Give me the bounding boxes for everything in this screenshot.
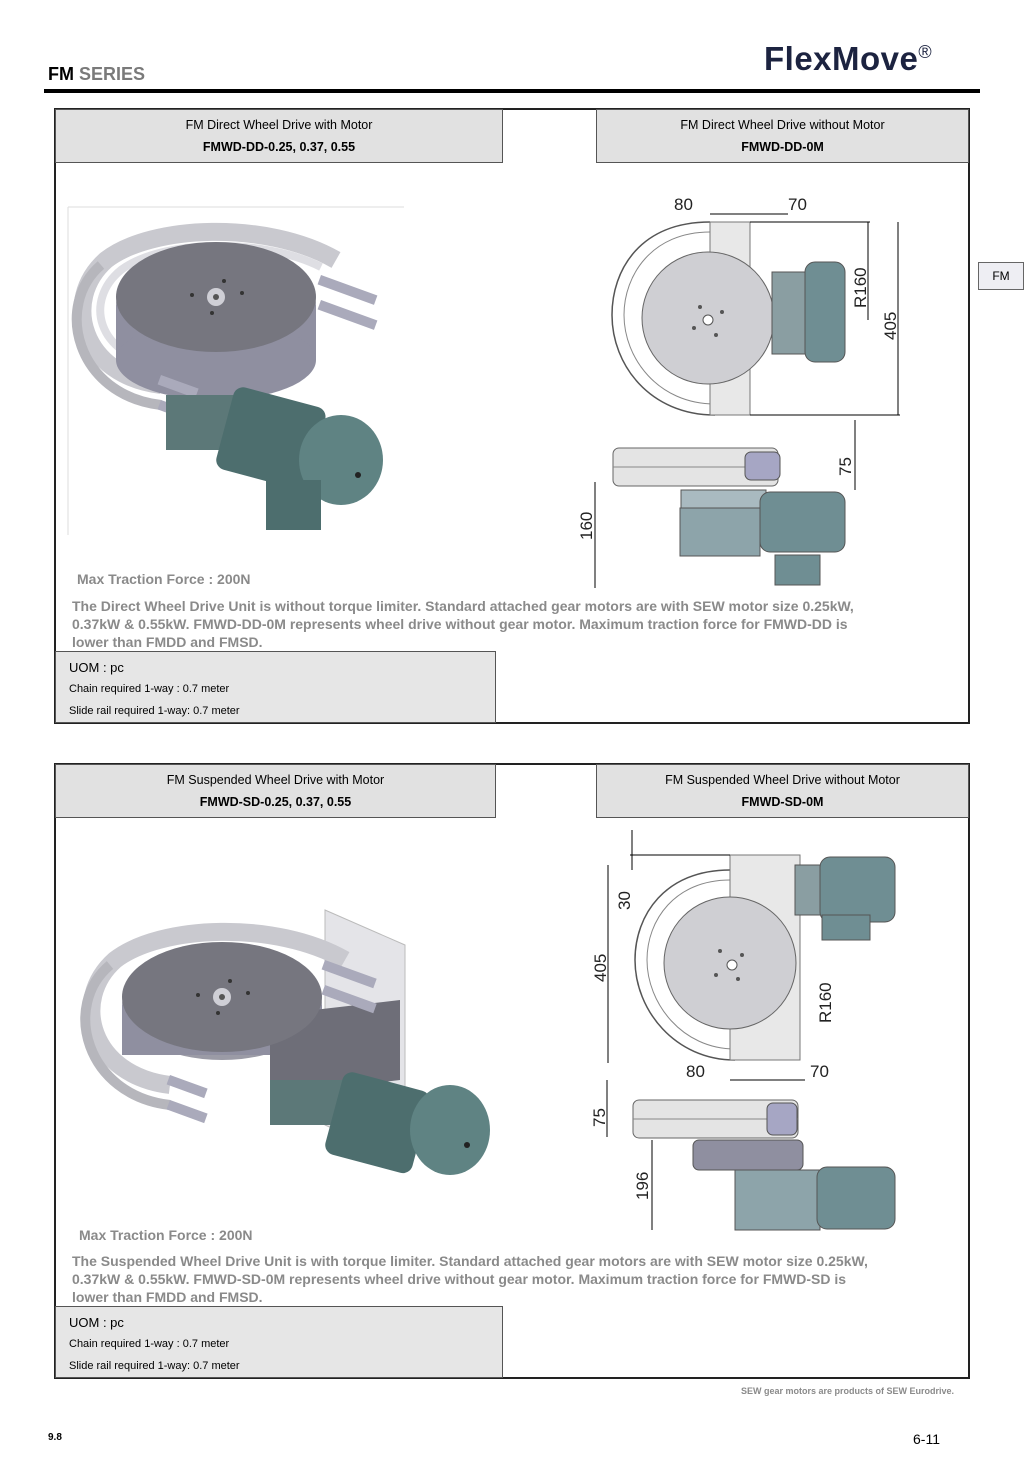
brand-mark: ®	[918, 42, 933, 62]
dim-196: 196	[633, 1172, 652, 1200]
uom-box-2: UOM : pc Chain required 1-way : 0.7 mete…	[55, 1306, 503, 1378]
header-without-motor: FM Direct Wheel Drive without Motor FMWD…	[596, 109, 969, 163]
dim-r160-2: R160	[816, 982, 835, 1023]
traction-force-1: Max Traction Force : 200N	[77, 571, 251, 587]
title-without-motor: FM Direct Wheel Drive without Motor	[680, 118, 885, 132]
dim-160: 160	[577, 512, 596, 540]
dim-30: 30	[615, 891, 634, 910]
dim-405-2: 405	[591, 954, 610, 982]
dim-r160: R160	[851, 267, 870, 308]
traction-force-2: Max Traction Force : 200N	[79, 1227, 253, 1243]
code-suspended-without-motor: FMWD-SD-0M	[741, 795, 824, 809]
page-number-left: 9.8	[48, 1432, 62, 1443]
chain-required-1: Chain required 1-way : 0.7 meter	[69, 683, 230, 695]
direct-drive-side-view: 160 75	[577, 420, 856, 588]
header-suspended-without-motor: FM Suspended Wheel Drive without Motor F…	[596, 764, 969, 818]
dim-75-2: 75	[590, 1108, 609, 1127]
series-title: FM SERIES	[48, 64, 145, 85]
direct-drive-illustration	[67, 206, 404, 535]
description-1-line-3: lower than FMDD and FMSD.	[72, 634, 263, 650]
series-prefix: FM	[48, 64, 74, 84]
dim-75: 75	[836, 457, 855, 476]
uom-2: UOM : pc	[69, 1315, 124, 1330]
slide-rail-required-2: Slide rail required 1-way: 0.7 meter	[69, 1360, 240, 1372]
header-suspended-with-motor: FM Suspended Wheel Drive with Motor FMWD…	[55, 764, 496, 818]
chain-required-2: Chain required 1-way : 0.7 meter	[69, 1338, 230, 1350]
dim-80: 80	[674, 195, 693, 214]
description-2: The Suspended Wheel Drive Unit is with t…	[72, 1252, 952, 1306]
description-1-line-2: 0.37kW & 0.55kW. FMWD-DD-0M represents w…	[72, 616, 848, 632]
brand-logo: FlexMove®	[764, 40, 932, 78]
description-1-line-1: The Direct Wheel Drive Unit is without t…	[72, 598, 854, 614]
series-word: SERIES	[79, 64, 146, 84]
suspended-drive-illustration	[80, 909, 490, 1175]
header-rule	[44, 89, 980, 93]
code-with-motor: FMWD-DD-0.25, 0.37, 0.55	[202, 140, 356, 154]
dim-405: 405	[881, 312, 900, 340]
title-suspended-without-motor: FM Suspended Wheel Drive without Motor	[665, 773, 900, 787]
suspended-drive-top-view: 30 405 R160 80 70	[591, 830, 896, 1081]
code-without-motor: FMWD-DD-0M	[741, 140, 824, 154]
side-tab-fm[interactable]: FM	[978, 262, 1024, 290]
title-suspended-with-motor: FM Suspended Wheel Drive with Motor	[166, 773, 385, 787]
description-2-line-1: The Suspended Wheel Drive Unit is with t…	[72, 1253, 868, 1269]
dim-70: 70	[788, 195, 807, 214]
code-suspended-with-motor: FMWD-SD-0.25, 0.37, 0.55	[199, 795, 352, 809]
footnote: SEW gear motors are products of SEW Euro…	[740, 1386, 954, 1396]
dim-70-2: 70	[810, 1062, 829, 1081]
title-with-motor: FM Direct Wheel Drive with Motor	[185, 118, 373, 132]
description-2-line-2: 0.37kW & 0.55kW. FMWD-SD-0M represents w…	[72, 1271, 847, 1287]
suspended-drive-side-view: 75 196	[590, 1080, 896, 1231]
description-2-line-3: lower than FMDD and FMSD.	[72, 1289, 263, 1305]
page-number-right: 6-11	[913, 1431, 940, 1447]
uom-1: UOM : pc	[69, 660, 124, 675]
dim-80-2: 80	[686, 1062, 705, 1081]
brand-name: FlexMove	[764, 40, 919, 77]
description-1: The Direct Wheel Drive Unit is without t…	[72, 597, 952, 651]
uom-box-1: UOM : pc Chain required 1-way : 0.7 mete…	[55, 651, 496, 723]
slide-rail-required-1: Slide rail required 1-way: 0.7 meter	[69, 705, 240, 717]
header-with-motor: FM Direct Wheel Drive with Motor FMWD-DD…	[55, 109, 503, 163]
direct-drive-top-view: 80 70 R160 405	[611, 195, 900, 416]
